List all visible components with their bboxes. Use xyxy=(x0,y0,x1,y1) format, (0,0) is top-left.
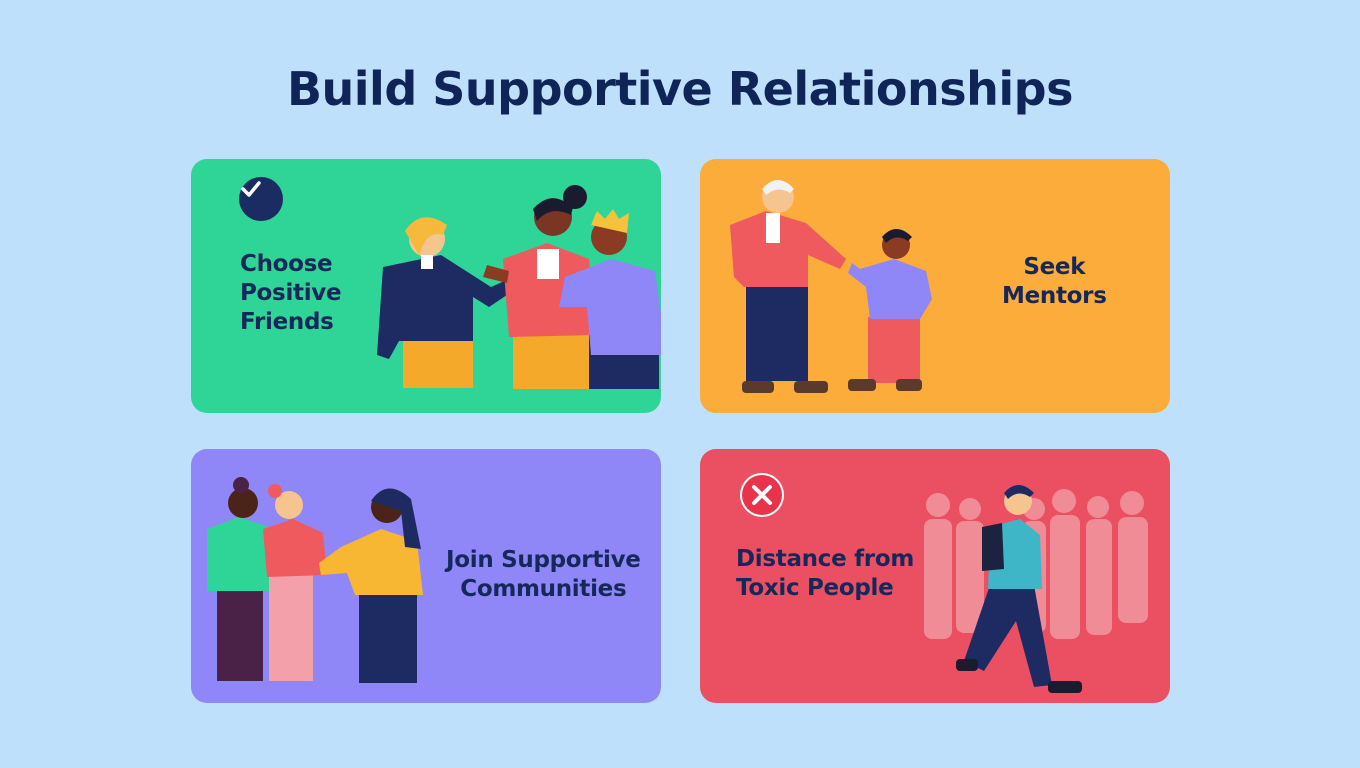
check-badge xyxy=(239,177,283,221)
card-distance-toxic[interactable]: Distance from Toxic People xyxy=(700,449,1170,703)
card-label: Distance from Toxic People xyxy=(736,546,915,601)
friends-illustration xyxy=(377,185,661,389)
x-badge xyxy=(740,473,784,517)
card-label: Choose Positive Friends xyxy=(240,251,342,335)
communities-illustration xyxy=(207,477,423,683)
x-icon xyxy=(742,475,782,515)
card-seek-mentors[interactable]: Seek Mentors xyxy=(700,159,1170,413)
toxic-people-illustration xyxy=(924,485,1148,693)
card-label: Seek Mentors xyxy=(1002,254,1107,309)
page-title: Build Supportive Relationships xyxy=(286,62,1074,116)
card-join-communities[interactable]: Join Supportive Communities xyxy=(191,449,661,703)
check-icon xyxy=(241,181,261,197)
card-label: Join Supportive Communities xyxy=(446,547,641,602)
mentors-illustration xyxy=(730,180,932,393)
card-positive-friends[interactable]: Choose Positive Friends xyxy=(191,159,661,413)
